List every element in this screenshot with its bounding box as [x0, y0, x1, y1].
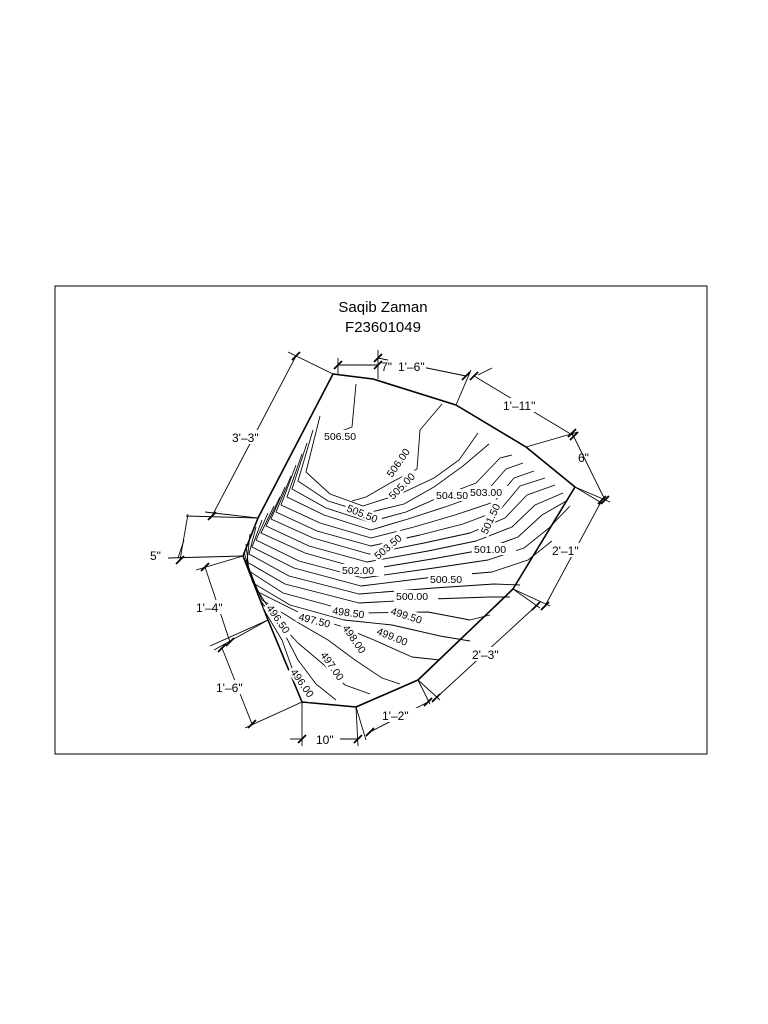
contour-label-500-50: 500.50: [430, 574, 462, 586]
dim-label-1ft2in: 1'–2": [382, 709, 409, 723]
dim-label-6in: 6": [578, 451, 589, 465]
contour-line-498-50: [243, 551, 471, 642]
contour-line-503-00: [275, 475, 546, 547]
dim-label-2ft3in: 2'–3": [472, 648, 499, 662]
dim-label-10in: 10": [316, 733, 334, 747]
dim-label-2ft1in: 2'–1": [552, 544, 579, 558]
title-id: F23601049: [345, 319, 421, 336]
title-name: Saqib Zaman: [338, 299, 427, 316]
contour-line-501-00: [255, 505, 571, 579]
contour-line-504-50: [291, 442, 513, 523]
dim-label-1ft4in: 1'–4": [196, 601, 223, 615]
dim-label-1ft6in-left: 1'–6": [216, 681, 243, 695]
contour-line-502-00: [265, 492, 564, 563]
dim-label-5in: 5": [150, 549, 161, 563]
contour-label-501-00: 501.00: [474, 544, 506, 556]
dim-label-1ft6in-top: 1'–6": [398, 360, 425, 374]
contour-label-502-00: 502.00: [342, 565, 374, 577]
dim-label-7in: 7": [381, 360, 392, 374]
contour-label-498-50: 498.50: [332, 605, 366, 621]
contour-label-503-00: 503.00: [470, 487, 502, 499]
dim-label-3ft3in: 3'–3": [232, 431, 259, 445]
contour-line-502-50: [270, 484, 556, 555]
contour-label-504-50: 504.50: [436, 490, 468, 502]
contour-line-505-50: [305, 415, 479, 507]
dim-label-1ft11in: 1'–11": [503, 399, 535, 413]
dimension-labels: 7" 1'–6" 1'–11" 6" 3'–3" 5" 2'–1" 1'–4" …: [150, 359, 594, 747]
contour-line-501-50: [260, 499, 569, 571]
contour-label-506-50: 506.50: [324, 431, 356, 443]
contour-label-500-00: 500.00: [396, 591, 428, 603]
contour-labels: 506.50 506.00 505.50 505.00 504.50 503.0…: [263, 430, 516, 703]
contour-line-498-00: [245, 559, 441, 661]
contour-line-500-00: [248, 526, 521, 595]
contour-line-504-00: [286, 453, 524, 531]
contour-line-500-50: [251, 519, 553, 587]
contour-line-505-00: [297, 429, 490, 514]
contour-line-497-50: [249, 571, 401, 685]
